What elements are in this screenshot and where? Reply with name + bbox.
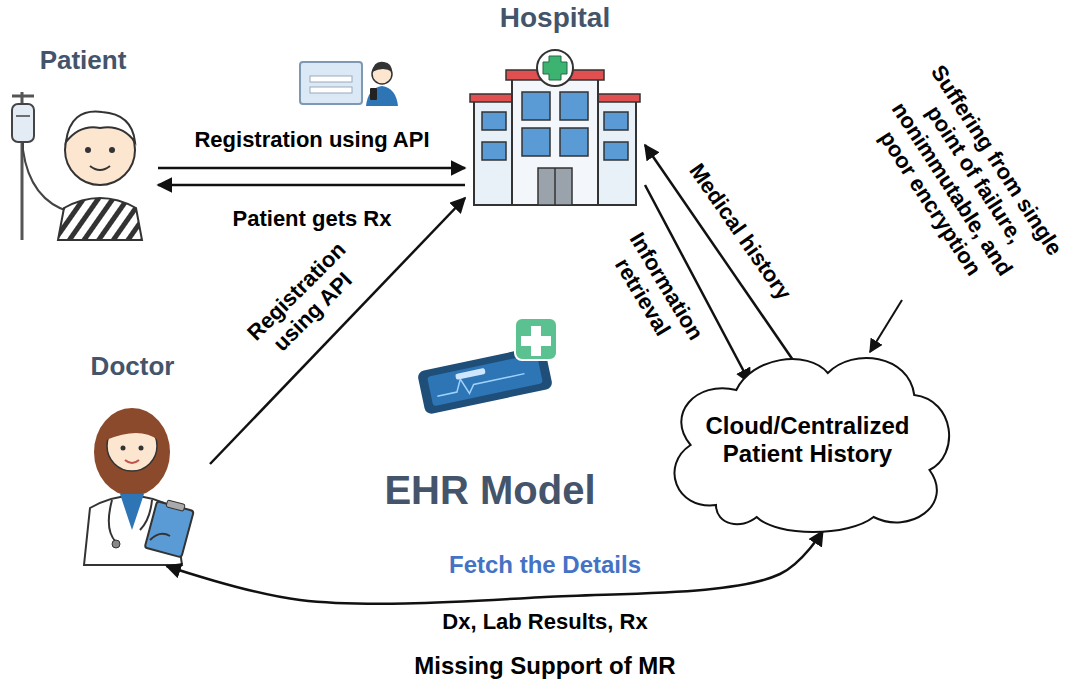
edge-label: Patient gets Rx (182, 206, 442, 232)
hospital-building (470, 50, 640, 205)
cloud-node: Cloud/Centralized Patient History (655, 345, 960, 535)
note-text: Missing Support of MR (365, 652, 725, 681)
data-note: Dx, Lab Results, Rx (385, 609, 705, 635)
actor-node: Doctor (55, 352, 210, 566)
callout-text: Suffering from single point of failure, … (853, 53, 1072, 312)
node-label: Doctor (91, 352, 175, 382)
node-label: Cloud/Centralized Patient History (683, 412, 933, 467)
doctor-figure (84, 408, 195, 565)
node-label: Hospital (500, 2, 610, 34)
edge-label: Fetch the Details (395, 551, 695, 580)
ehr-plus-badge (515, 318, 557, 360)
patient-figure (12, 92, 142, 240)
connector-arrow (167, 531, 823, 604)
edge-label: Information retrieval (595, 218, 712, 365)
node-label: Patient (40, 46, 127, 76)
edge-label: Registration using API (162, 127, 462, 153)
diagram-title: EHR Model (340, 466, 640, 514)
hospital-node: Hospital (465, 2, 645, 210)
connector-arrow (210, 198, 465, 464)
connector-arrow (158, 167, 465, 170)
connector-arrow (158, 184, 465, 187)
edge-label: Registration using API (230, 227, 380, 377)
login-icon (300, 62, 398, 106)
callout-leader (870, 300, 902, 352)
edge-label: Medical history (672, 143, 808, 322)
actor-node: Patient (8, 46, 158, 240)
